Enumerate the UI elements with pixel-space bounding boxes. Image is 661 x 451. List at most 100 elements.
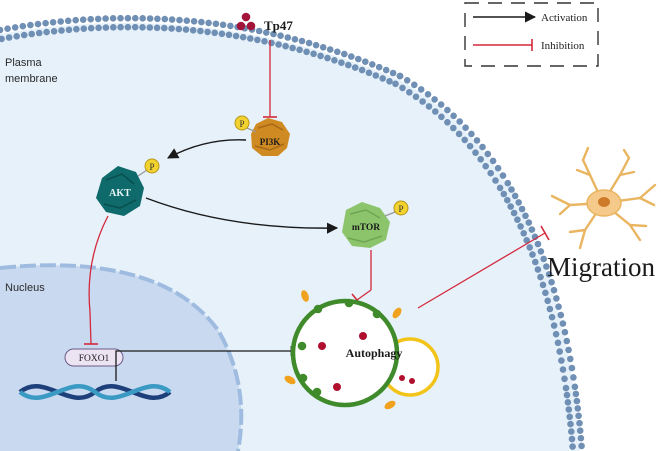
pi3k-phospho-label: P: [239, 119, 244, 129]
autophagy-inhibits-migration: [417, 232, 546, 309]
plasma-membrane-label-line-2: membrane: [5, 73, 58, 85]
membrane-bead: [514, 216, 521, 223]
akt-phospho-label: P: [149, 162, 154, 172]
membrane-bead: [291, 36, 299, 43]
membrane-bead: [255, 27, 263, 35]
membrane-bead: [473, 137, 481, 144]
membrane-bead: [489, 157, 497, 165]
membrane-bead: [351, 64, 359, 71]
membrane-bead: [176, 16, 183, 24]
mtor-inhibits-autophagy-vertical-cap: [356, 289, 372, 301]
membrane-bead: [124, 23, 132, 31]
membrane-bead: [520, 230, 527, 237]
membrane-bead: [419, 98, 426, 105]
membrane-bead: [545, 271, 553, 278]
membrane-bead: [161, 15, 169, 23]
membrane-bead: [525, 219, 533, 226]
membrane-bead: [239, 33, 247, 41]
membrane-bead: [507, 203, 514, 210]
membrane-bead: [482, 162, 490, 170]
membrane-bead: [270, 30, 277, 38]
membrane-bead: [444, 119, 451, 126]
membrane-bead: [450, 124, 457, 132]
membrane-bead: [574, 405, 582, 412]
membrane-bead: [182, 26, 190, 33]
membrane-bead: [95, 24, 102, 32]
membrane-bead: [218, 30, 226, 38]
akt-activates-mtor: [145, 197, 339, 234]
membrane-bead: [139, 14, 146, 22]
membrane-bead: [338, 59, 345, 66]
membrane-bead: [34, 20, 42, 28]
membrane-bead: [396, 72, 404, 80]
membrane-bead: [131, 23, 139, 31]
autophagosome: [290, 298, 400, 408]
membrane-bead: [553, 295, 560, 302]
membrane-bead: [438, 113, 445, 121]
membrane-bead: [146, 24, 154, 31]
membrane-bead: [568, 428, 575, 435]
nucleus-label: Nucleus: [5, 282, 45, 294]
membrane-bead: [532, 258, 539, 266]
membrane-bead: [424, 91, 432, 98]
membrane-bead: [232, 32, 240, 40]
membrane-bead: [204, 28, 211, 36]
membrane-bead: [564, 399, 572, 406]
membrane-bead: [559, 366, 567, 373]
membrane-bead: [412, 93, 420, 101]
membrane-bead: [132, 14, 139, 22]
autophagy-receptors: [284, 290, 402, 410]
membrane-bead: [496, 184, 504, 192]
membrane-bead: [161, 24, 168, 32]
membrane-bead: [168, 25, 175, 32]
mtor-phospho-label: P: [398, 204, 403, 214]
foxo1-label: FOXO1: [79, 354, 110, 364]
membrane-bead: [5, 34, 13, 41]
membrane-bead: [550, 286, 558, 294]
membrane-bead: [534, 266, 542, 273]
membrane-bead: [284, 34, 292, 41]
membrane-bead: [576, 419, 583, 427]
membrane-bead: [389, 69, 397, 77]
membrane-bead: [198, 18, 205, 26]
membrane-bead: [227, 22, 234, 30]
membrane-bead: [411, 81, 418, 89]
membrane-bead: [563, 391, 571, 399]
plasma-membrane-label-line-1: Plasma: [5, 57, 43, 69]
tp47-ligand: [236, 12, 256, 31]
membrane-bead: [362, 58, 369, 65]
membrane-bead: [455, 130, 463, 138]
membrane-bead: [572, 390, 580, 398]
membrane-bead: [576, 427, 584, 435]
membrane-bead: [425, 103, 433, 110]
foxo1-box: [64, 348, 124, 367]
membrane-bead: [526, 244, 533, 251]
membrane-bead: [537, 273, 544, 281]
membrane-bead: [358, 66, 366, 74]
pi3k-protein: [251, 118, 290, 156]
membrane-bead: [494, 164, 502, 172]
membrane-bead: [539, 281, 547, 289]
membrane-bead: [570, 374, 577, 381]
membrane-bead: [94, 15, 102, 23]
membrane-bead: [87, 24, 95, 32]
membrane-bead: [578, 442, 585, 450]
membrane-bead: [510, 209, 518, 217]
membrane-bead: [153, 24, 161, 32]
dna-helix: [18, 384, 172, 400]
membrane-bead: [462, 124, 469, 131]
membrane-bead: [139, 24, 146, 31]
membrane-bead: [331, 57, 338, 64]
akt-inhibits-foxo1: [88, 215, 109, 313]
membrane-bead: [562, 384, 570, 392]
neuron-nucleus: [598, 197, 610, 207]
membrane-bead: [517, 223, 524, 230]
membrane-bead: [211, 29, 218, 37]
membrane-bead: [117, 23, 124, 31]
membrane-bead: [546, 305, 554, 313]
membrane-bead: [379, 75, 387, 82]
membrane-bead: [11, 24, 19, 31]
membrane-bead: [124, 14, 132, 22]
membrane-bead: [80, 25, 88, 32]
